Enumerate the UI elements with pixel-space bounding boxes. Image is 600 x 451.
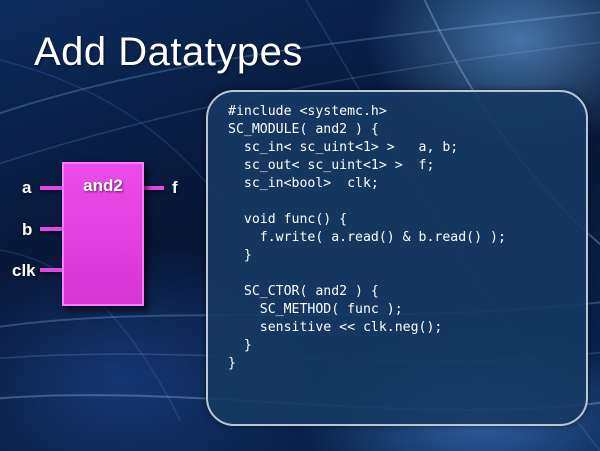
input-port-a: a <box>22 178 32 197</box>
input-port-clk: clk <box>12 261 36 280</box>
port-line-f <box>140 186 164 190</box>
code-line: } <box>228 338 252 353</box>
port-line-b <box>40 227 64 231</box>
slide-title: Add Datatypes <box>34 30 303 74</box>
code-block: #include <systemc.h> SC_MODULE( and2 ) {… <box>206 90 588 426</box>
input-port-b: b <box>22 220 33 239</box>
code-line: #include <systemc.h> <box>228 104 387 119</box>
code-line: } <box>228 248 252 263</box>
code-line: f.write( a.read() & b.read() ); <box>228 230 506 245</box>
code-line: SC_METHOD( func ); <box>228 302 403 317</box>
output-port-f: f <box>172 178 178 197</box>
code-line <box>228 193 586 211</box>
code-line: SC_CTOR( and2 ) { <box>228 284 379 299</box>
code-line: } <box>228 356 236 371</box>
code-line <box>228 265 586 283</box>
code-line: void func() { <box>228 212 348 227</box>
code-line: sc_in< sc_uint<1> > a, b; <box>228 140 459 155</box>
code-line: sc_out< sc_uint<1> > f; <box>228 158 435 173</box>
and2-module-block: and2 <box>62 162 144 306</box>
code-line: sc_in<bool> clk; <box>228 176 379 191</box>
code-line: sensitive << clk.neg(); <box>228 320 443 335</box>
port-line-clk <box>40 268 64 272</box>
port-line-a <box>40 186 64 190</box>
module-name: and2 <box>83 176 123 195</box>
code-line: SC_MODULE( and2 ) { <box>228 122 379 137</box>
